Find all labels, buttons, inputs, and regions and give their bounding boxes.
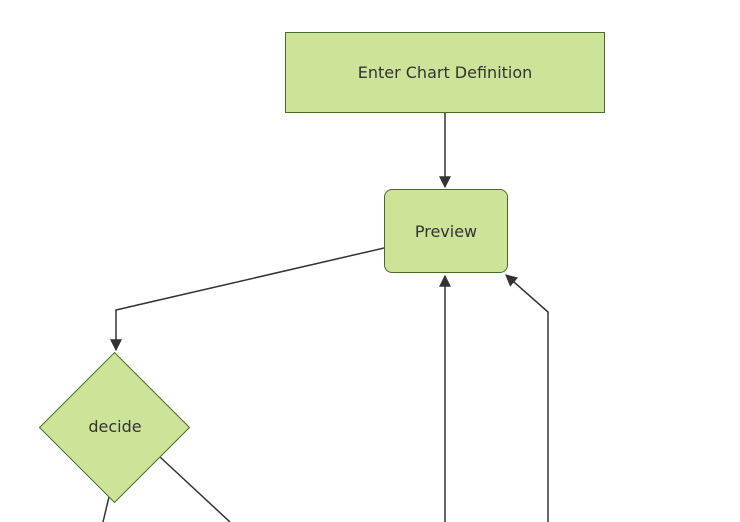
node-preview-label: Preview [414,221,478,241]
edge-decide-to-offscreen-left [102,496,110,522]
edge-decide-to-offscreen-right [159,456,231,522]
node-enter-chart-definition[interactable]: Enter Chart Definition [285,32,605,113]
edge-preview-to-decide [110,247,385,352]
edge-offscreen-to-preview-corner [505,274,549,522]
node-enter-chart-definition-label: Enter Chart Definition [357,63,533,82]
node-preview[interactable]: Preview [384,189,508,273]
node-decide-label: decide [88,417,142,436]
